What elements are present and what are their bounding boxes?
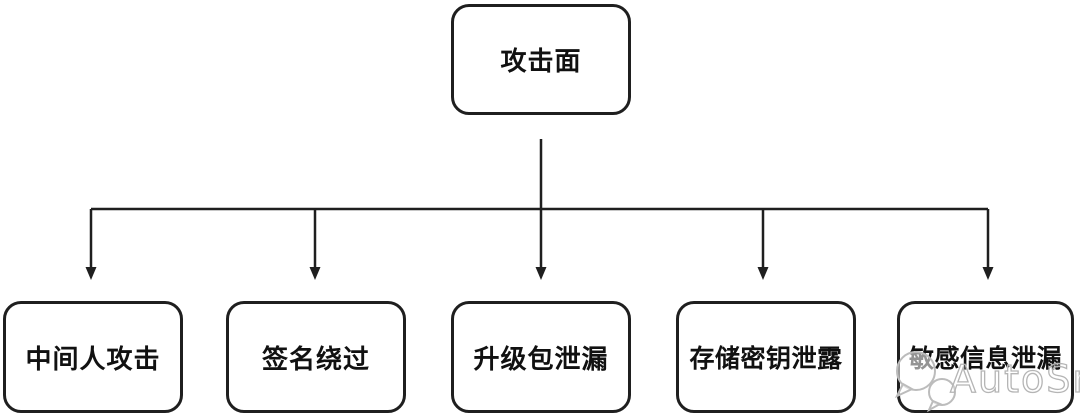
node-label: 中间人攻击 (25, 344, 161, 375)
connector-to-child-4 (757, 209, 769, 280)
arrow-down-icon (309, 267, 321, 280)
node-label: 存储密钥泄露 (689, 344, 843, 373)
connector-to-child-2 (309, 209, 321, 280)
node-stored-key-leak: 存储密钥泄露 (676, 301, 856, 413)
node-label: 敏感信息泄漏 (908, 344, 1062, 373)
arrow-down-icon (982, 267, 994, 280)
connector-root-to-bus (535, 139, 547, 280)
node-upgrade-package-leak: 升级包泄漏 (451, 301, 631, 413)
node-label: 攻击面 (500, 47, 582, 77)
node-sensitive-info-leak: 敏感信息泄漏 (897, 301, 1074, 413)
arrow-down-icon (757, 267, 769, 280)
node-label: 签名绕过 (261, 344, 370, 375)
node-signature-bypass: 签名绕过 (226, 301, 406, 413)
arrow-down-icon (85, 267, 97, 280)
arrow-down-icon (535, 267, 547, 280)
node-root-attack-surface: 攻击面 (451, 4, 631, 115)
node-label: 升级包泄漏 (473, 344, 609, 375)
connector-to-child-1 (85, 209, 97, 280)
connector-to-child-5 (982, 209, 994, 280)
node-mitm-attack: 中间人攻击 (3, 301, 183, 413)
